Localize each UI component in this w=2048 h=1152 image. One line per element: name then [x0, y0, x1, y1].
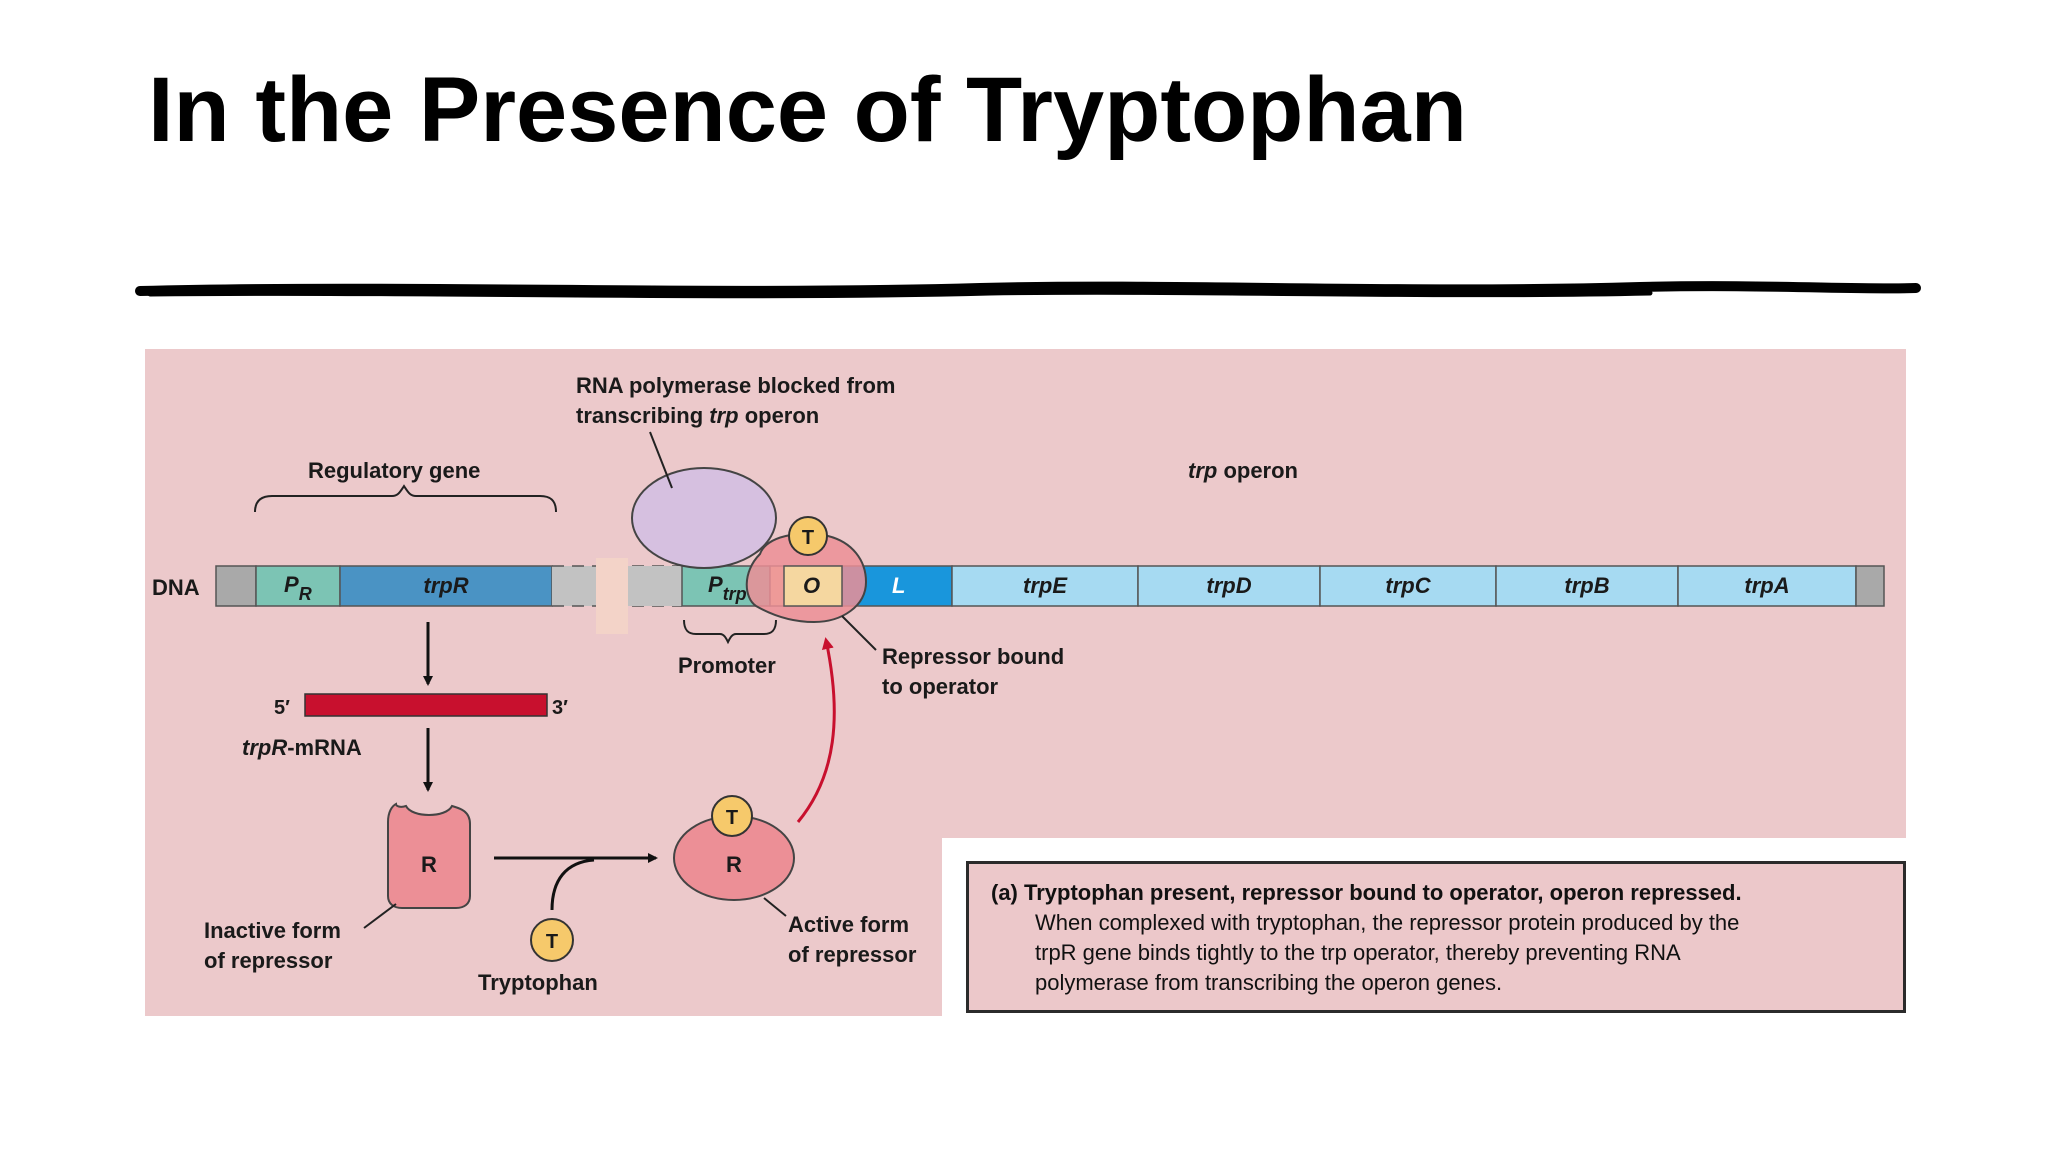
regulatory-gene-bracket	[254, 484, 557, 513]
repressor-binding-arrow	[796, 637, 836, 823]
tryptophan-free-letter: T	[546, 931, 558, 953]
gene-label-trpc: trpC	[1385, 573, 1431, 598]
tryptophan-join-curve	[550, 858, 595, 911]
repressor-bound-label-line1: Repressor bound	[882, 644, 1064, 669]
inactive-repressor-pointer	[363, 903, 397, 929]
gene-trpe	[951, 565, 1139, 607]
rna-polymerase	[631, 467, 777, 569]
caption-box: (a) Tryptophan present, repressor bound …	[966, 861, 1906, 1013]
rna-polymerase-label-line1: RNA polymerase blocked from	[576, 373, 896, 398]
active-repressor-label-line2: of repressor	[788, 942, 917, 967]
caption-heading: (a) Tryptophan present, repressor bound …	[991, 880, 1742, 905]
caption-line-3: polymerase from transcribing the operon …	[1035, 970, 1503, 995]
mrna-5-prime: 5′	[274, 697, 290, 719]
tryptophan-on-active-letter: T	[726, 807, 738, 829]
promoter-label: Promoter	[678, 653, 776, 678]
dna-label: DNA	[152, 575, 200, 600]
title-underline-stroke2	[147, 289, 1653, 299]
trpr-gene	[339, 565, 553, 607]
trpr-gene-label: trpR	[423, 573, 468, 598]
inactive-repressor-label-line2: of repressor	[204, 948, 333, 973]
rna-polymerase-pointer	[649, 431, 673, 489]
regulatory-gene-label: Regulatory gene	[308, 458, 480, 483]
tryptophan-free	[530, 918, 574, 962]
promoter-bracket	[683, 619, 777, 645]
gene-label-trpd: trpD	[1206, 573, 1251, 598]
gene-label-trpa: trpA	[1744, 573, 1789, 598]
inactive-repressor-letter: R	[421, 852, 437, 877]
caption-line-1: When complexed with tryptophan, the repr…	[1035, 910, 1740, 935]
gene-label-trpb: trpB	[1564, 573, 1609, 598]
dna-break-right	[628, 566, 682, 606]
operator-label: O	[803, 573, 820, 598]
repressor-bound-label-line2: to operator	[882, 674, 999, 699]
gene-label-trpe: trpE	[1023, 573, 1068, 598]
slide-title: In the Presence of Tryptophan	[148, 59, 1467, 161]
trp-operon-label: trp operon	[1188, 458, 1298, 483]
dna-break-left	[552, 566, 596, 606]
tryptophan-label: Tryptophan	[478, 970, 598, 995]
trpr-mrna	[304, 693, 548, 717]
dna-right-end	[1855, 565, 1885, 607]
tryptophan-bound	[788, 516, 828, 556]
mrna-3-prime: 3′	[552, 697, 568, 719]
caption-line-2: trpR gene binds tightly to the trp opera…	[1035, 940, 1681, 965]
repressor-bound-pointer	[841, 615, 877, 651]
active-repressor-label-line1: Active form	[788, 912, 909, 937]
rna-polymerase-label-line2: transcribing trp operon	[576, 403, 819, 428]
inactive-repressor-label-line1: Inactive form	[204, 918, 341, 943]
active-repressor-pointer	[763, 897, 787, 917]
tryptophan-bound-letter: T	[802, 527, 814, 549]
dna-left-end	[215, 565, 257, 607]
inactive-repressor	[387, 802, 471, 909]
operator-overlay	[783, 565, 843, 607]
active-repressor-letter: R	[726, 852, 742, 877]
title-underline	[135, 281, 1921, 296]
trpr-mrna-label: trpR-mRNA	[242, 735, 362, 760]
gene-trpa	[1677, 565, 1857, 607]
tryptophan-on-active	[711, 795, 753, 837]
dna-break-gap	[596, 558, 628, 634]
leader-label: L	[892, 573, 905, 598]
